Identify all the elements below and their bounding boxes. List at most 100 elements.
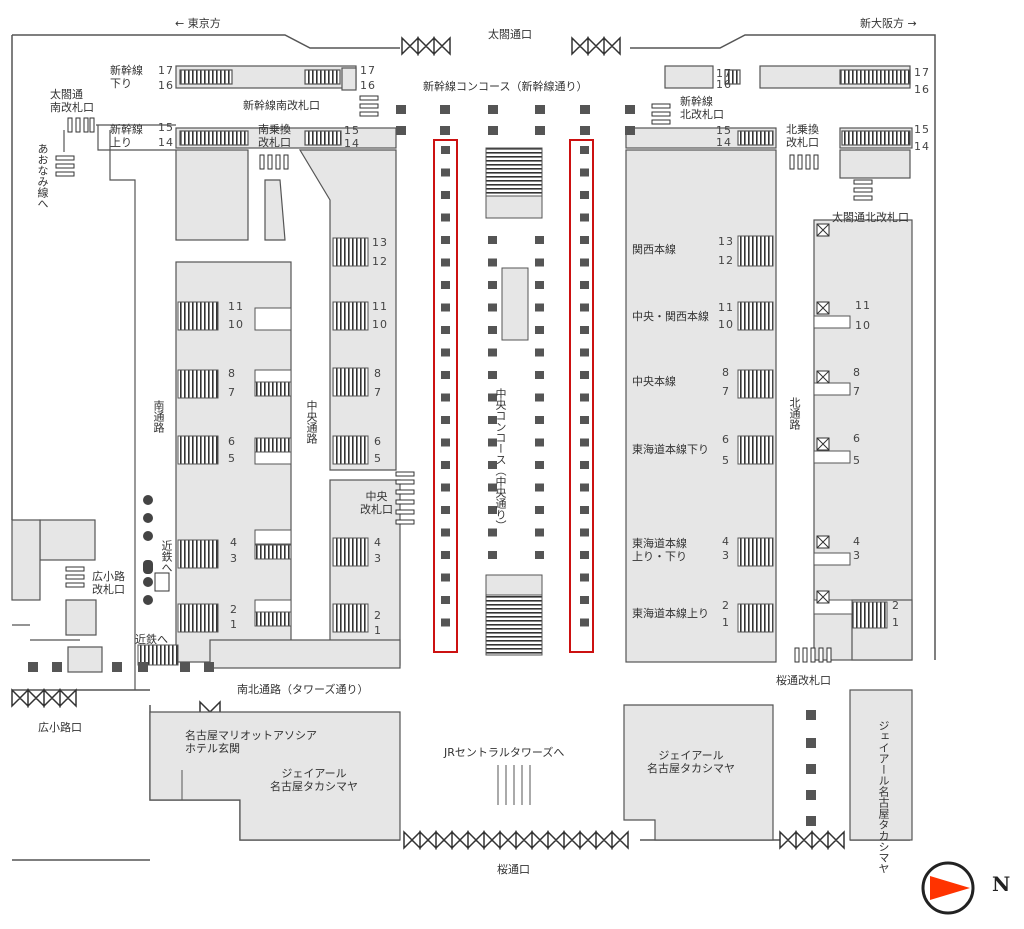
east-buildings bbox=[625, 149, 913, 663]
pillar bbox=[488, 236, 497, 244]
bottom-buildings bbox=[149, 689, 913, 841]
platform-number: 11 bbox=[855, 299, 871, 312]
pillar bbox=[535, 416, 544, 424]
kintetsu-pillars bbox=[143, 495, 153, 605]
pillars bbox=[28, 105, 816, 826]
platform-number: 17 bbox=[158, 64, 174, 77]
north-label: N bbox=[992, 872, 1011, 896]
pillar bbox=[535, 303, 544, 312]
pillar bbox=[488, 258, 497, 267]
platform-number: 7 bbox=[228, 386, 236, 399]
gate-minami-norikae[interactable]: 南乗換 改札口 bbox=[258, 123, 291, 149]
marriott-entrance[interactable]: 名古屋マリオットアソシア ホテル玄関 bbox=[185, 729, 317, 755]
east-stairs bbox=[737, 235, 888, 633]
south-corridor-label: 南通路 bbox=[152, 400, 165, 433]
pillar bbox=[441, 258, 450, 267]
pillar bbox=[441, 573, 450, 582]
pillar bbox=[441, 483, 450, 492]
pillar bbox=[535, 438, 544, 447]
pillar bbox=[580, 281, 589, 289]
platform-number: 14 bbox=[914, 140, 930, 153]
pillar bbox=[580, 483, 589, 492]
pillar bbox=[441, 191, 450, 199]
gate-hirokoji[interactable]: 広小路 改札口 bbox=[92, 570, 125, 596]
pillar bbox=[441, 303, 450, 312]
platform-number: 6 bbox=[722, 433, 730, 446]
pillar bbox=[535, 258, 544, 267]
platform-number: 7 bbox=[722, 385, 730, 398]
gate-sakura[interactable]: 桜通改札口 bbox=[776, 674, 831, 687]
pillar bbox=[535, 551, 544, 559]
pillar bbox=[441, 146, 450, 154]
platform-number: 4 bbox=[722, 535, 730, 548]
gate-taiko-north[interactable]: 太閤通北改札口 bbox=[832, 211, 909, 224]
pillar bbox=[488, 371, 497, 379]
exit-sakura[interactable]: 桜通口 bbox=[497, 863, 530, 876]
pillar bbox=[580, 191, 589, 199]
platform-number: 10 bbox=[372, 318, 388, 331]
gate-taiko-south[interactable]: 太閤通 南改札口 bbox=[50, 88, 94, 114]
platform-number: 16 bbox=[158, 79, 174, 92]
pillar bbox=[535, 326, 544, 334]
direction-east: 新大阪方 → bbox=[860, 17, 917, 30]
platform-number: 2 bbox=[722, 599, 730, 612]
pillar bbox=[488, 416, 497, 424]
platform-number: 7 bbox=[853, 385, 861, 398]
shinkansen-east-platforms bbox=[625, 65, 913, 149]
pillar bbox=[441, 461, 450, 469]
central-concourse-pillars bbox=[441, 146, 589, 627]
pillar bbox=[535, 483, 544, 492]
shinkansen-up-label: 新幹線 上り bbox=[110, 123, 143, 149]
pillar bbox=[488, 326, 497, 334]
pillar bbox=[535, 393, 544, 402]
platform-number: 3 bbox=[853, 549, 861, 562]
platform-number: 8 bbox=[228, 367, 236, 380]
central-concourse-stairs bbox=[485, 147, 543, 656]
pillar bbox=[488, 528, 497, 537]
highlight-box-east bbox=[569, 139, 594, 653]
pillar bbox=[441, 326, 450, 334]
platform-number: 8 bbox=[722, 366, 730, 379]
pillar bbox=[580, 416, 589, 424]
exit-taiko[interactable]: 太閤通口 bbox=[488, 28, 532, 41]
pillar bbox=[488, 461, 497, 469]
platform-number: 10 bbox=[855, 319, 871, 332]
line-tokaido-down: 東海道本線下り bbox=[632, 443, 709, 456]
line-chuo: 中央本線 bbox=[632, 375, 676, 388]
platform-number: 2 bbox=[374, 609, 382, 622]
pillar bbox=[580, 618, 589, 627]
platform-number: 1 bbox=[374, 624, 382, 637]
pillar bbox=[441, 551, 450, 559]
central-towers-link[interactable]: JRセントラルタワーズへ bbox=[444, 746, 565, 759]
gate-shinkansen-south[interactable]: 新幹線南改札口 bbox=[243, 99, 320, 112]
pillar bbox=[580, 348, 589, 357]
pillar bbox=[580, 551, 589, 559]
pillar bbox=[441, 348, 450, 357]
exit-hirokoji[interactable]: 広小路口 bbox=[38, 721, 82, 734]
pillar bbox=[535, 461, 544, 469]
pillar bbox=[580, 213, 589, 222]
pillar bbox=[580, 258, 589, 267]
pillar bbox=[441, 416, 450, 424]
gate-chuo[interactable]: 中央 改札口 bbox=[360, 490, 393, 516]
platform-number: 10 bbox=[228, 318, 244, 331]
pillar bbox=[441, 528, 450, 537]
central-corridor-label: 中央通路 bbox=[305, 400, 318, 444]
elevator-icons bbox=[816, 223, 830, 604]
pillar bbox=[580, 168, 589, 177]
gate-shinkansen-north[interactable]: 新幹線 北改札口 bbox=[680, 95, 724, 121]
platform-number: 12 bbox=[372, 255, 388, 268]
pillar bbox=[441, 506, 450, 514]
gate-kita-norikae[interactable]: 北乗換 改札口 bbox=[786, 123, 819, 149]
platform-number: 13 bbox=[718, 235, 734, 248]
central-concourse-label: 中央コンコース（中央通り） bbox=[494, 388, 507, 531]
shinkansen-concourse-label: 新幹線コンコース（新幹線通り） bbox=[423, 80, 588, 93]
platform-number: 10 bbox=[718, 318, 734, 331]
pillar bbox=[535, 528, 544, 537]
pillar bbox=[580, 326, 589, 334]
platform-number: 17 bbox=[914, 66, 930, 79]
platform-number: 15 bbox=[158, 121, 174, 134]
platform-number: 14 bbox=[716, 136, 732, 149]
pillar bbox=[441, 393, 450, 402]
line-kansai: 関西本線 bbox=[632, 243, 676, 256]
